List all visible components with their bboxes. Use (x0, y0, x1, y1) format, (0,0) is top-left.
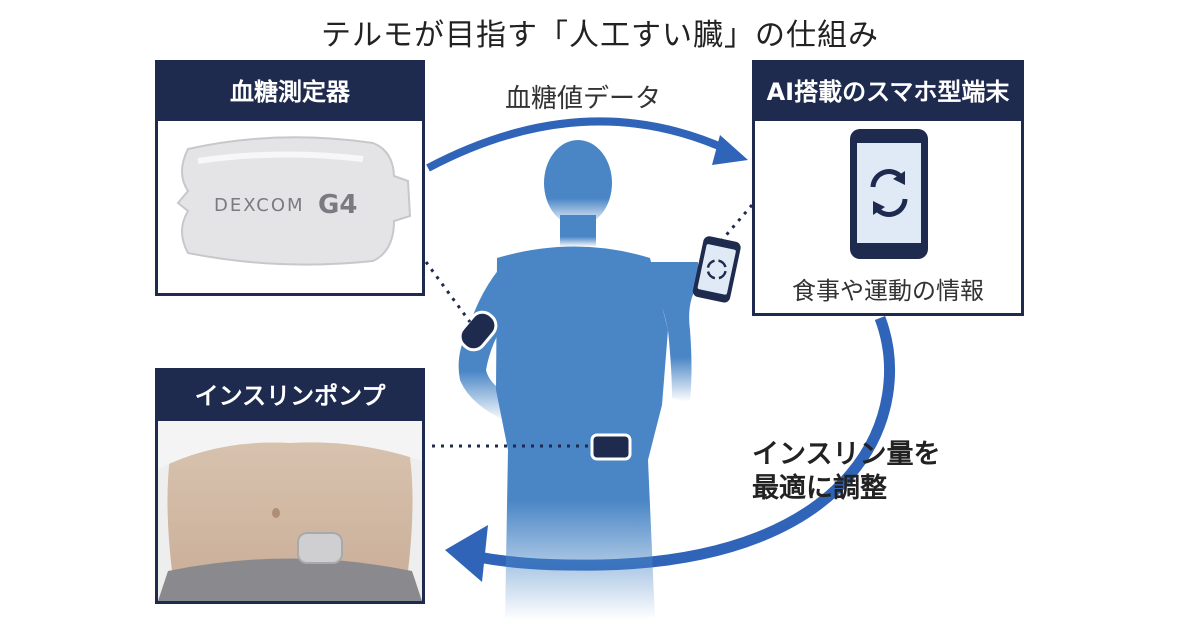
insulin-pump-device-icon (297, 532, 343, 564)
glucose-data-arrow (426, 117, 730, 172)
glucose-data-label: 血糖値データ (505, 84, 662, 114)
human-figure (458, 140, 700, 620)
smartphone-terminal-header: AI搭載のスマホ型端末 (755, 63, 1021, 121)
dexcom-sensor-image: DEXCOM G4 (176, 136, 412, 266)
glucose-meter-panel: 血糖測定器 DEXCOM G4 (155, 60, 425, 296)
insulin-adjust-label: インスリン量を 最適に調整 (752, 438, 940, 506)
insulin-adjust-line1: インスリン量を (752, 439, 941, 470)
glucose-data-arrowhead (712, 135, 748, 165)
device-model-text: G4 (318, 190, 357, 220)
diagram-title: テルモが目指す「人工すい臓」の仕組み (321, 18, 879, 53)
device-brand-text: DEXCOM (214, 195, 305, 216)
smartphone-caption: 食事や運動の情報 (792, 277, 984, 305)
sensor-connector (424, 261, 472, 323)
sync-cycle-icon (870, 169, 908, 217)
insulin-pump-header: インスリンポンプ (158, 371, 422, 421)
abdomen-pump-icon (590, 433, 632, 461)
insulin-pump-panel: インスリンポンプ (155, 368, 425, 604)
hand-phone-icon (692, 236, 741, 303)
smartphone-terminal-panel: AI搭載のスマホ型端末 食事や運動の情報 (752, 60, 1024, 316)
smartphone-illustration (850, 129, 928, 259)
phone-connector (720, 204, 754, 241)
insulin-adjust-arrowhead (445, 525, 488, 582)
insulin-adjust-line2: 最適に調整 (752, 473, 887, 504)
glucose-meter-header: 血糖測定器 (158, 63, 422, 121)
abdomen-photo (158, 421, 422, 601)
